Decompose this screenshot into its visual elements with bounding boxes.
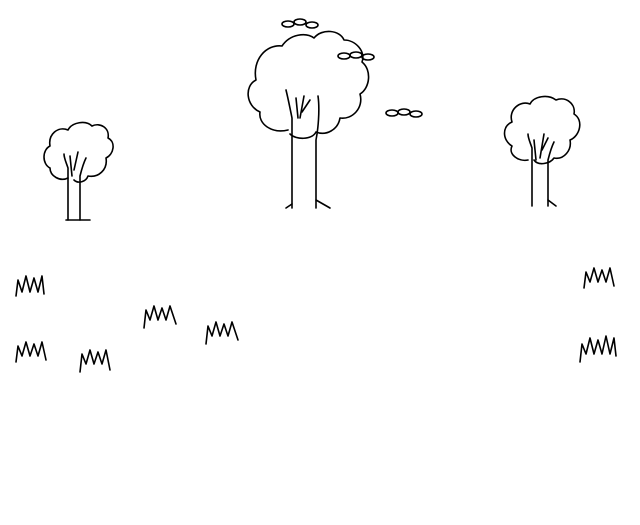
tree-icon-center [247, 30, 370, 209]
grass-icon-7 [579, 335, 617, 363]
grass-icon-6 [583, 267, 615, 289]
falling-leaves-icon-middle [337, 51, 375, 61]
grass-icon-5 [205, 321, 239, 345]
grass-icon-4 [143, 305, 177, 329]
tree-icon-right [503, 95, 581, 207]
falling-leaves-icon-right [385, 108, 423, 118]
grass-icon-2 [15, 341, 47, 363]
tree-icon-left [43, 121, 114, 221]
grass-icon-1 [15, 275, 45, 297]
falling-leaves-icon-top [281, 18, 319, 29]
grass-icon-3 [79, 349, 111, 373]
